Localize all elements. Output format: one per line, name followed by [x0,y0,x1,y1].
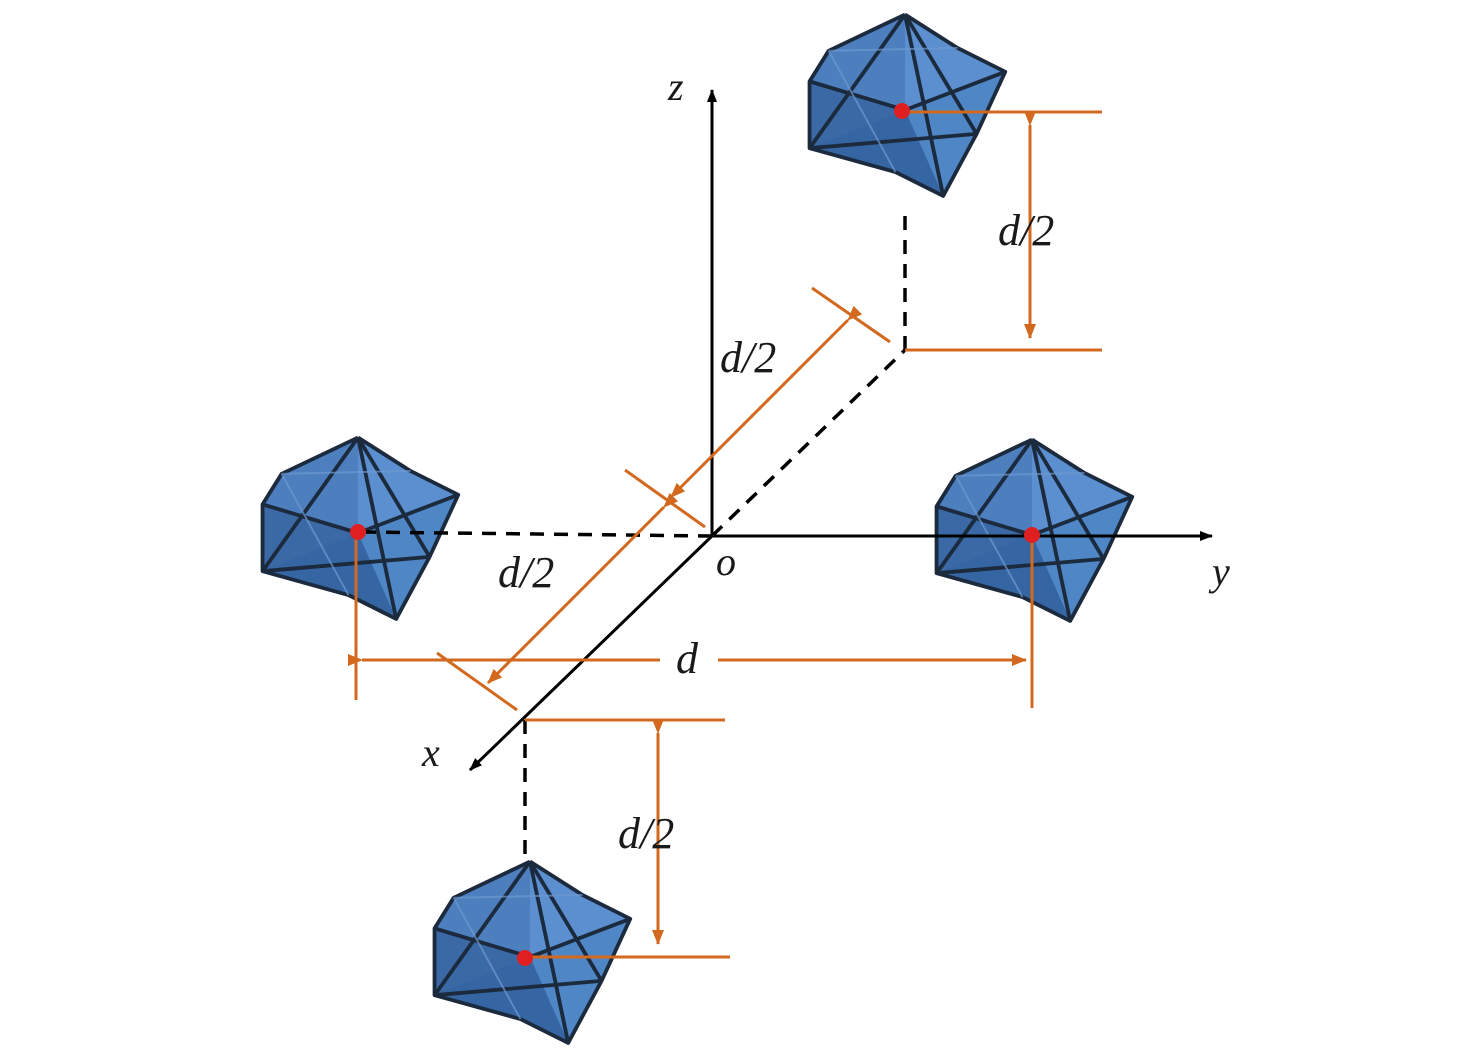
center-dot-right [1024,527,1040,543]
dim-label-top-vertical: d/2 [998,206,1054,255]
y-axis-label: y [1208,549,1230,594]
dim-label-diagonal-upper: d/2 [720,333,776,382]
z-axis-label: z [667,64,684,109]
dim-tick-lower-outer [436,651,518,712]
center-dot-left [350,524,366,540]
center-dot-bottom [517,950,533,966]
center-dot-top [894,103,910,119]
dim-label-diagonal-lower: d/2 [498,548,554,597]
x-axis-label: x [421,730,440,775]
dim-tick-upper-outer [811,286,891,344]
dashed-diagonal-top [710,348,907,538]
dim-diagonal-upper [669,305,863,499]
dim-tick-upper-inner [624,468,706,529]
origin-label: o [716,539,736,584]
octahedron-bottom [435,862,631,1043]
dim-label-horizontal: d [676,634,699,683]
dim-diagonal-lower [486,492,679,685]
dim-label-bottom-vertical: d/2 [618,809,674,858]
